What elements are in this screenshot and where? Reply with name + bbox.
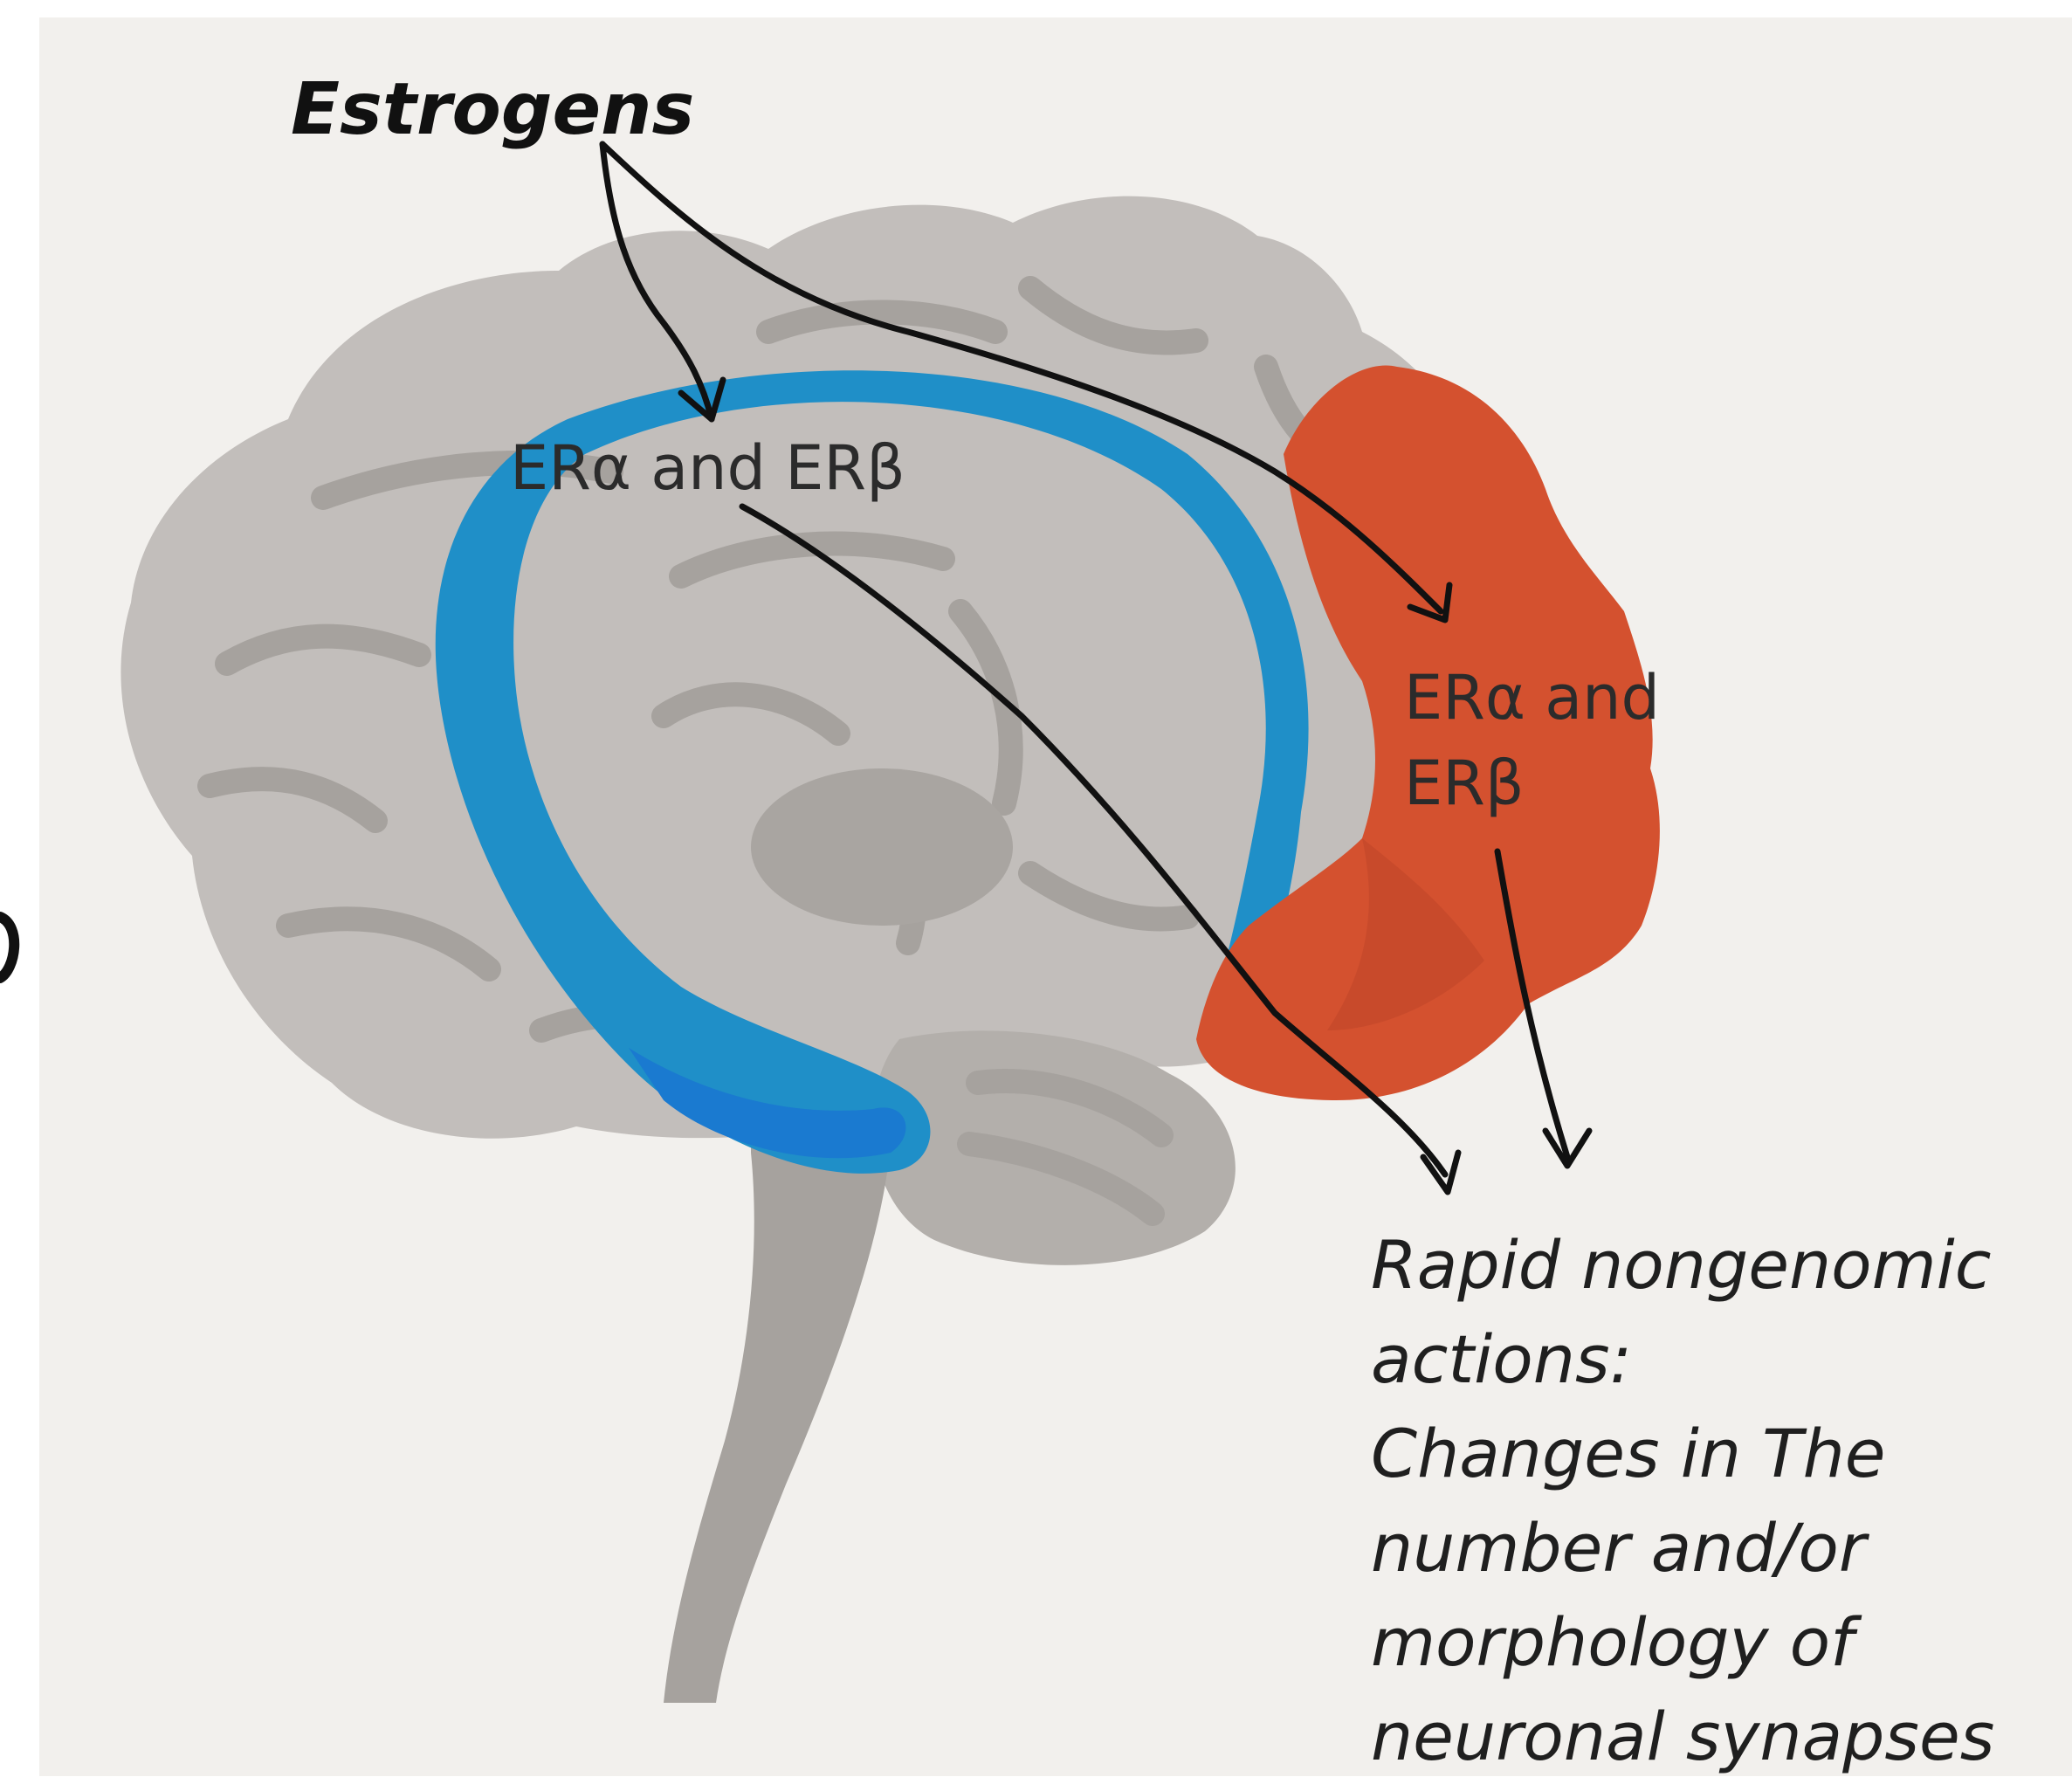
actions-line: number and/or bbox=[1371, 1501, 1994, 1595]
prefrontal-label-line: ERβ bbox=[1404, 740, 1660, 826]
thalamus-shape bbox=[751, 768, 1013, 926]
actions-line: morphology of bbox=[1371, 1595, 1994, 1690]
edge-mark bbox=[0, 917, 14, 978]
actions-line: Changes in The bbox=[1371, 1407, 1994, 1501]
prefrontal-receptor-label: ERα and ERβ bbox=[1404, 655, 1660, 826]
actions-line: neuronal synapses bbox=[1371, 1690, 1994, 1784]
estrogens-title: Estrogens bbox=[291, 68, 694, 151]
hippocampus-receptor-label: ERα and ERβ bbox=[510, 432, 905, 504]
actions-line: Rapid nongenomic bbox=[1371, 1218, 1994, 1312]
prefrontal-label-line: ERα and bbox=[1404, 655, 1660, 740]
actions-description: Rapid nongenomic actions: Changes in The… bbox=[1371, 1218, 1994, 1784]
actions-line: actions: bbox=[1371, 1312, 1994, 1407]
